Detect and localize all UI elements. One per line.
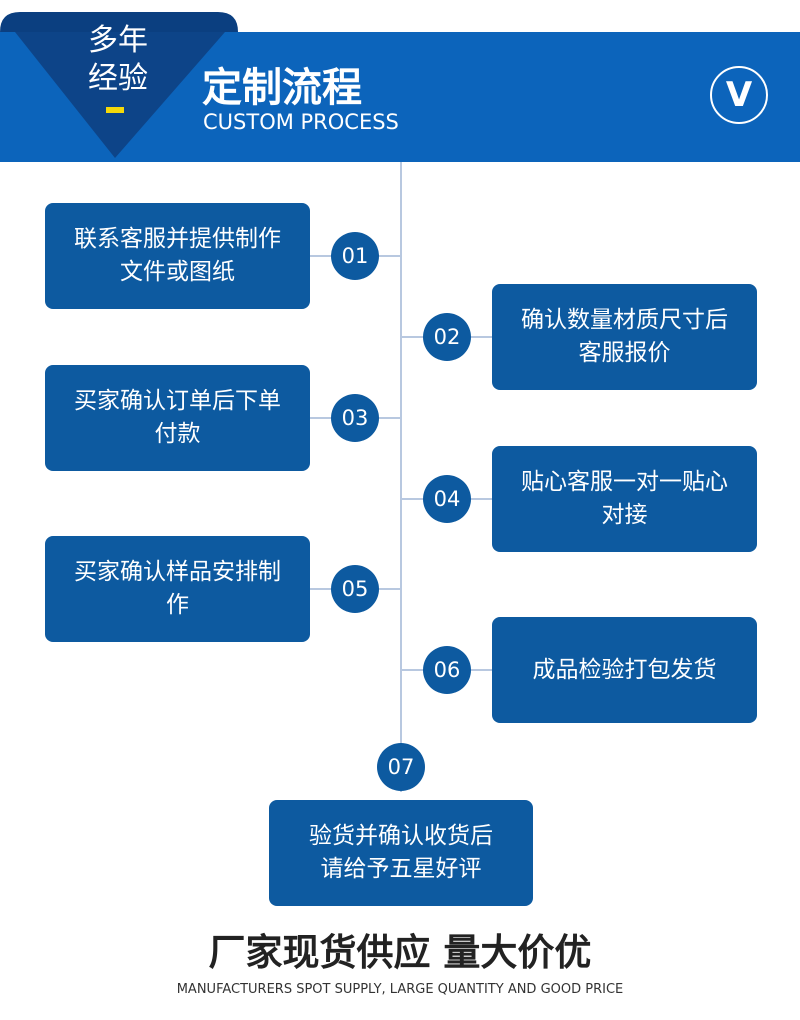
- v-logo-icon: V: [710, 66, 768, 124]
- experience-badge: 多年经验: [88, 23, 148, 96]
- page-subtitle: CUSTOM PROCESS: [203, 110, 399, 134]
- step-number: 03: [331, 394, 379, 442]
- step-box: 贴心客服一对一贴心对接: [492, 446, 757, 552]
- badge-triangle: [0, 12, 238, 158]
- step-number: 01: [331, 232, 379, 280]
- step-number: 02: [423, 313, 471, 361]
- step-number: 06: [423, 646, 471, 694]
- step-box: 买家确认订单后下单付款: [45, 365, 310, 471]
- step-number: 07: [377, 743, 425, 791]
- page-title: 定制流程: [202, 65, 362, 111]
- footer-title: 厂家现货供应 量大价优: [208, 931, 592, 974]
- step-number: 04: [423, 475, 471, 523]
- step-box: 验货并确认收货后请给予五星好评: [269, 800, 533, 906]
- step-box: 成品检验打包发货: [492, 617, 757, 723]
- step-number: 05: [331, 565, 379, 613]
- step-box: 确认数量材质尺寸后客服报价: [492, 284, 757, 390]
- footer-subtitle: MANUFACTURERS SPOT SUPPLY, LARGE QUANTIT…: [176, 982, 624, 997]
- yellow-accent: [106, 107, 124, 113]
- step-box: 买家确认样品安排制作: [45, 536, 310, 642]
- step-box: 联系客服并提供制作文件或图纸: [45, 203, 310, 309]
- timeline-line: [400, 162, 402, 792]
